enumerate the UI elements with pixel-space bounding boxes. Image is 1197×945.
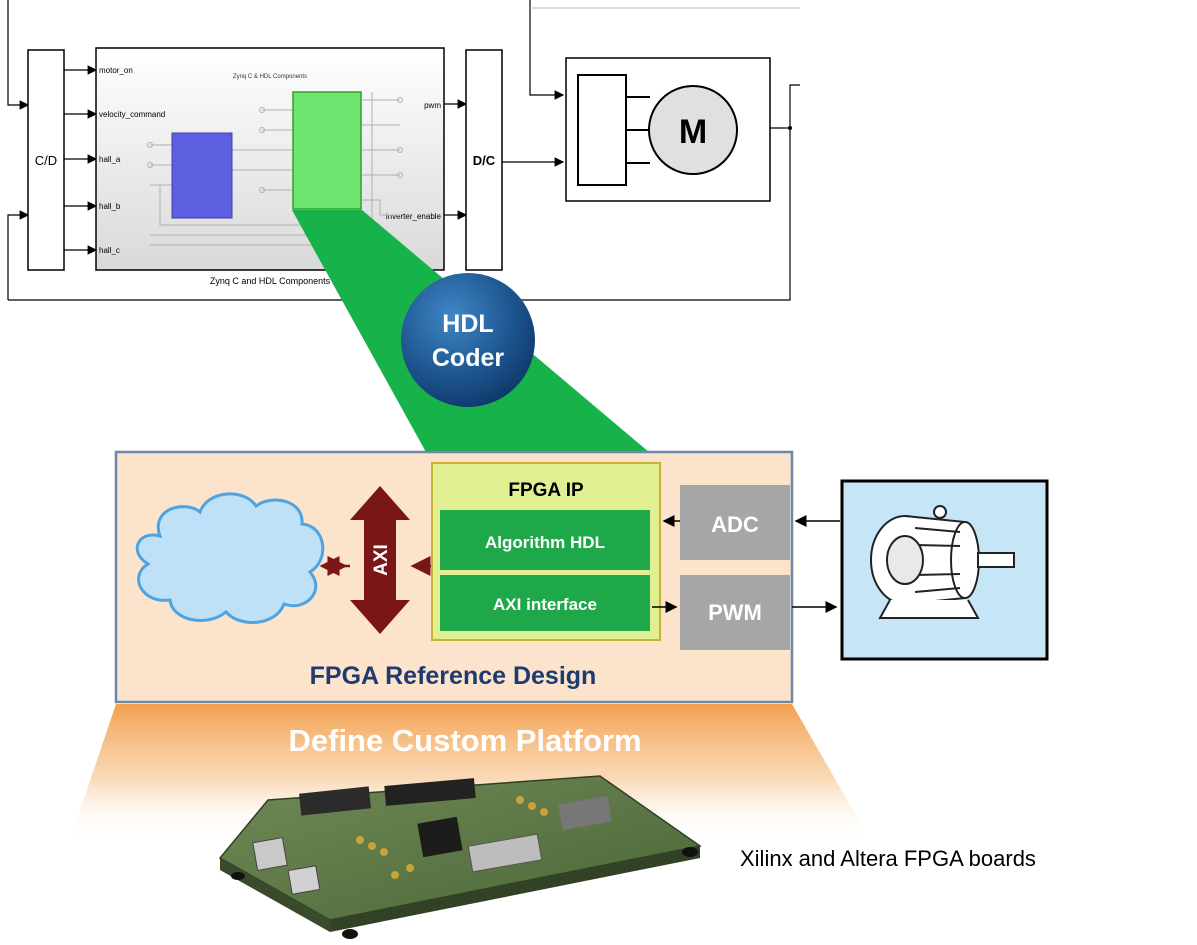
algorithm-hdl-block[interactable] [440, 510, 650, 570]
cd-block-label: C/D [35, 153, 57, 168]
input-port-label: hall_b [99, 202, 121, 211]
subsystem-title: Zynq C & HDL Components [233, 74, 307, 80]
hdl-coder-badge [401, 273, 535, 407]
hdl-coder-line1: HDL [442, 310, 493, 338]
reference-design-title: FPGA Reference Design [310, 662, 597, 690]
hdl-algorithm-block[interactable] [292, 91, 362, 210]
fpga-ip-title: FPGA IP [508, 480, 584, 501]
processor-cloud [135, 492, 325, 624]
motor-icon [870, 505, 1015, 619]
axi-interface-block[interactable] [440, 575, 650, 631]
algorithm-hdl-label: Algorithm HDL [485, 533, 605, 552]
motor-label: M [679, 113, 707, 151]
axi-bus-arrow [350, 486, 410, 634]
platform-banner: Define Custom Platform [288, 723, 641, 758]
dc-block-label: D/C [473, 153, 496, 168]
axi-label: AXI [371, 544, 392, 576]
adc-block[interactable] [680, 485, 790, 560]
hdl-coder-line2: Coder [432, 344, 505, 372]
motor-symbol [648, 85, 738, 175]
fpga-board-image [218, 775, 702, 939]
pwm-label: PWM [708, 600, 762, 625]
output-port-label: pwm [424, 101, 441, 110]
inverter-box [577, 74, 627, 186]
output-port-label: inverter_enable [386, 212, 442, 221]
dc-block[interactable] [465, 49, 503, 271]
input-port-label: velocity_command [99, 110, 165, 119]
subsystem-caption: Zynq C and HDL Components [210, 276, 331, 286]
input-port-label: motor_on [99, 66, 133, 75]
input-port-label: hall_c [99, 246, 120, 255]
adc-label: ADC [711, 512, 759, 537]
pwm-block[interactable] [680, 575, 790, 650]
input-port-label: hall_a [99, 155, 121, 164]
axi-interface-label: AXI interface [493, 595, 597, 614]
boards-caption: Xilinx and Altera FPGA boards [740, 846, 1036, 871]
c-code-block[interactable] [171, 132, 233, 219]
cd-block[interactable] [27, 49, 65, 271]
subsystem-internal-wiring [147, 92, 403, 246]
